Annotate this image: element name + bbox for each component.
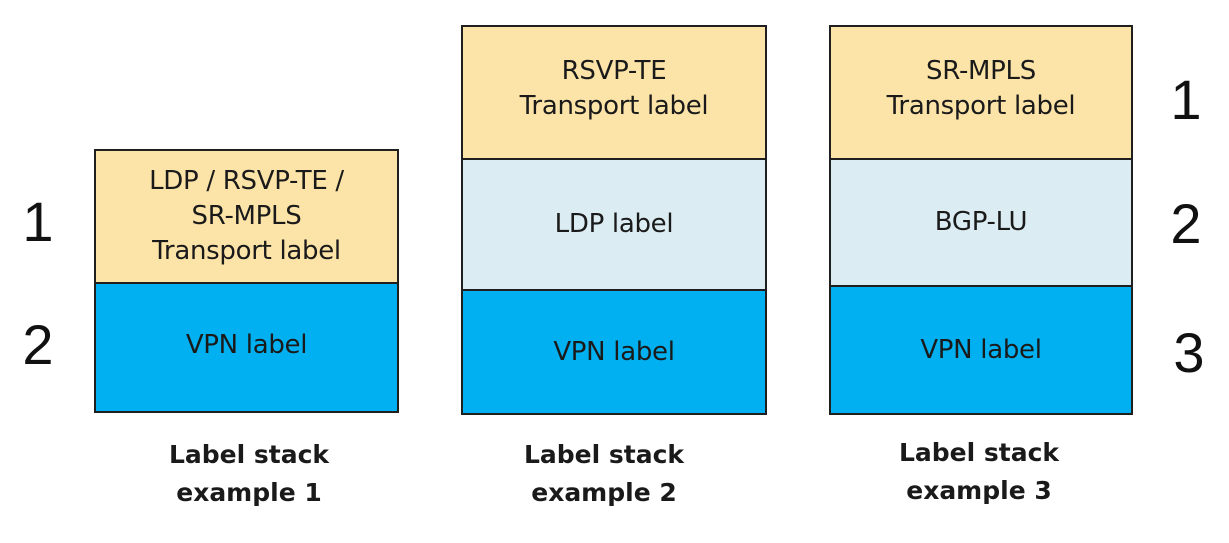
transport-label-layer: SR-MPLS Transport label [831,27,1131,158]
stack-3-caption: Label stack example 3 [898,438,1060,505]
ldp-label-layer: LDP label [463,158,765,289]
stack-2-caption: Label stack example 2 [523,440,685,507]
stack-1-caption: Label stack example 1 [168,440,330,507]
stack-3-layer-number: 2 [1170,192,1202,255]
label-stack-2: RSVP-TE Transport label LDP label VPN la… [461,25,767,415]
stack-3-layer-number: 3 [1173,321,1205,384]
vpn-label-layer: VPN label [463,289,765,413]
stack-1-layer-number: 2 [22,313,54,376]
label-stack-1: LDP / RSVP-TE / SR-MPLS Transport label … [94,149,399,413]
vpn-label-layer: VPN label [96,282,397,411]
stack-1-layer-number: 1 [22,190,54,253]
stack-3-layer-number: 1 [1170,68,1202,131]
bgp-lu-label-layer: BGP-LU [831,158,1131,285]
transport-label-layer: RSVP-TE Transport label [463,27,765,158]
transport-label-layer: LDP / RSVP-TE / SR-MPLS Transport label [96,151,397,282]
vpn-label-layer: VPN label [831,285,1131,413]
label-stack-3: SR-MPLS Transport label BGP-LU VPN label [829,25,1133,415]
